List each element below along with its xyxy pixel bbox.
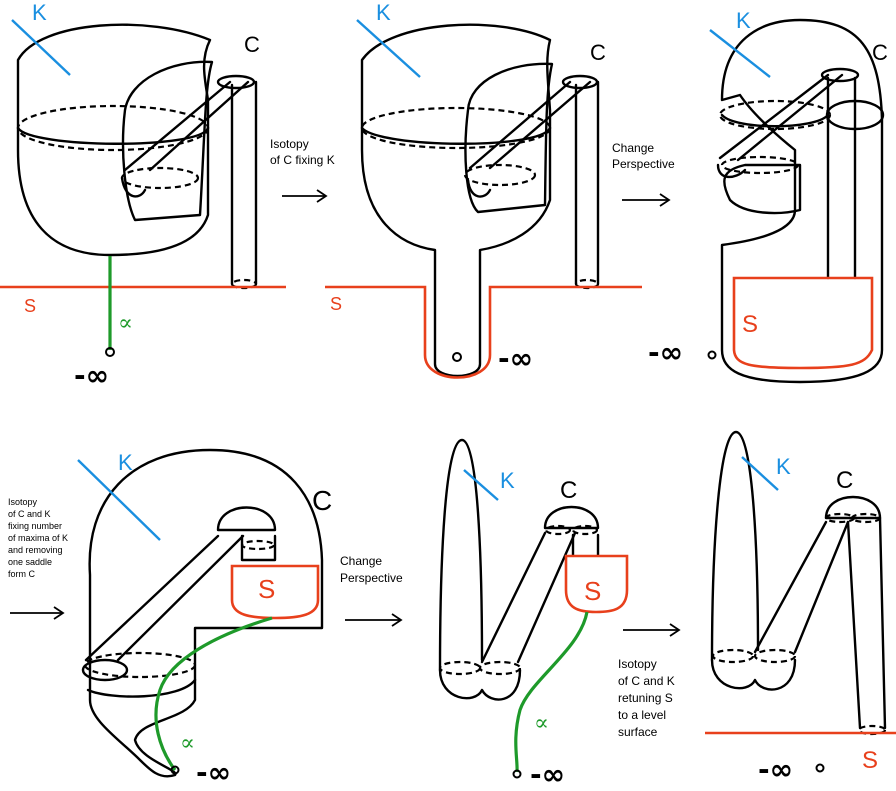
- label-S: S: [258, 574, 275, 604]
- label-C: C: [560, 477, 577, 504]
- panel-6: K C S -∞: [705, 430, 896, 786]
- label-K: K: [776, 454, 791, 479]
- arrow-2: Change Perspective: [612, 141, 675, 207]
- caption-2-line-1: Change: [612, 141, 654, 155]
- label-C: C: [244, 32, 260, 57]
- arrow-3: Isotopy of C and K fixing number of maxi…: [8, 497, 68, 620]
- caption-3-line-4: of maxima of K: [8, 533, 68, 543]
- panel-3: K C S -∞: [648, 8, 888, 384]
- caption-3-line-6: one saddle: [8, 557, 52, 567]
- arrow-5: Isotopy of C and K retuning S to a level…: [618, 623, 681, 739]
- label-alpha: ∝: [534, 711, 549, 736]
- caption-1-line-2: of C fixing K: [270, 153, 335, 167]
- arrow-4: Change Perspective: [340, 554, 403, 627]
- label-minus-infinity: -∞: [530, 758, 565, 791]
- label-alpha: ∝: [180, 731, 195, 756]
- label-K: K: [32, 0, 47, 25]
- label-C: C: [590, 40, 606, 65]
- label-S: S: [742, 311, 758, 338]
- caption-3-line-7: form C: [8, 569, 36, 579]
- caption-3-line-5: and removing: [8, 545, 63, 555]
- label-S: S: [584, 576, 601, 606]
- caption-3-line-3: fixing number: [8, 521, 62, 531]
- label-minus-infinity: -∞: [74, 359, 109, 392]
- panel-2: K C S -∞: [325, 0, 642, 379]
- caption-5-line-4: to a level: [618, 708, 666, 722]
- caption-5-line-1: Isotopy: [618, 657, 657, 671]
- panel-4: K C S ∝ -∞: [77, 448, 332, 789]
- caption-5-line-3: retuning S: [618, 691, 673, 705]
- label-K: K: [376, 0, 391, 25]
- label-K: K: [736, 8, 751, 33]
- caption-4-line-2: Perspective: [340, 571, 403, 585]
- label-K: K: [500, 468, 515, 493]
- label-minus-infinity: -∞: [758, 753, 793, 786]
- caption-1-line-1: Isotopy: [270, 137, 309, 151]
- arrow-1: Isotopy of C fixing K: [270, 137, 335, 203]
- label-C: C: [836, 467, 853, 494]
- label-C: C: [312, 485, 332, 516]
- caption-3-line-2: of C and K: [8, 509, 51, 519]
- label-minus-infinity: -∞: [648, 336, 683, 369]
- label-C: C: [872, 40, 888, 65]
- panel-1: K C S ∝ -∞: [0, 0, 286, 392]
- label-S: S: [862, 747, 878, 774]
- label-S: S: [24, 296, 36, 316]
- caption-2-line-2: Perspective: [612, 157, 675, 171]
- label-S: S: [330, 294, 342, 314]
- label-minus-infinity: -∞: [196, 756, 231, 789]
- caption-5-line-5: surface: [618, 725, 658, 739]
- caption-5-line-2: of C and K: [618, 674, 675, 688]
- caption-4-line-1: Change: [340, 554, 382, 568]
- label-alpha: ∝: [118, 311, 133, 336]
- label-minus-infinity: -∞: [498, 342, 533, 375]
- caption-3-line-1: Isotopy: [8, 497, 38, 507]
- panel-5: K C S ∝ -∞: [438, 438, 629, 791]
- label-K: K: [118, 450, 133, 475]
